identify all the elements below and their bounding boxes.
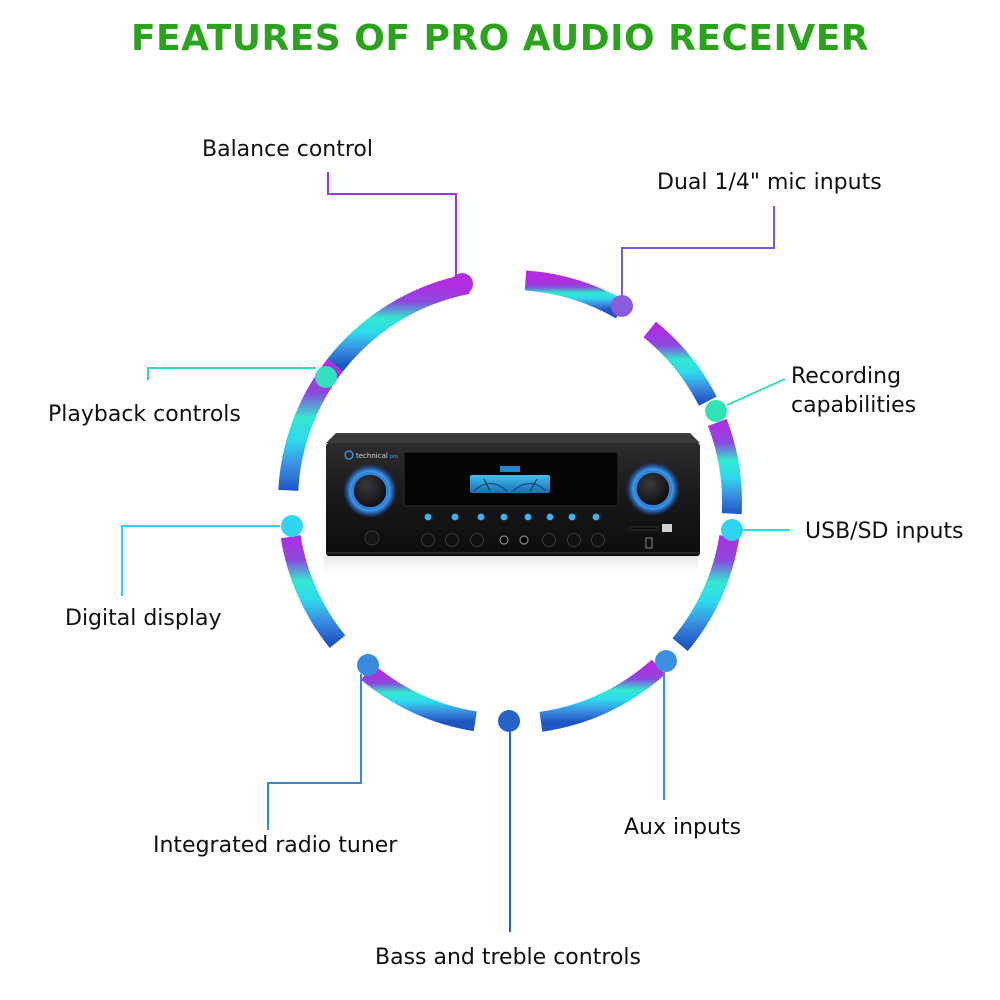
ring-segment	[524, 270, 626, 319]
dot-display	[281, 515, 303, 537]
led-button	[477, 513, 485, 521]
connector-recording	[726, 378, 786, 406]
dot-mic	[611, 295, 633, 317]
label-aux-inputs: Aux inputs	[624, 815, 742, 840]
label-radio-tuner: Integrated radio tuner	[153, 833, 398, 858]
led-button	[568, 513, 576, 521]
dot-recording	[705, 400, 727, 422]
usb-port	[662, 524, 672, 532]
brand-logo-icon	[344, 450, 354, 460]
dot-playback	[315, 366, 337, 388]
ring-dots	[281, 273, 743, 732]
label-recording-capabilities: Recording capabilities	[791, 364, 917, 418]
connector-mic	[621, 206, 775, 298]
vu-meter-display	[470, 466, 550, 493]
connector-balance	[327, 172, 457, 276]
ring-segment	[280, 534, 346, 648]
ring-segment	[707, 418, 743, 515]
audio-receiver-image: technical pro	[324, 433, 700, 578]
control-knob	[470, 533, 484, 547]
label-playback-controls: Playback controls	[48, 402, 241, 427]
connector-display	[121, 525, 280, 596]
device-top	[326, 433, 700, 443]
dot-aux	[655, 650, 677, 672]
control-knob-row	[421, 533, 605, 547]
dot-usb	[721, 519, 743, 541]
ring-segment	[539, 659, 666, 732]
page-title: FEATURES OF PRO AUDIO RECEIVER	[130, 18, 870, 59]
dot-tuner	[357, 654, 379, 676]
led-button-row	[424, 513, 600, 521]
label-usb-sd-inputs: USB/SD inputs	[805, 519, 964, 544]
led-button	[592, 513, 600, 521]
dot-bass	[498, 710, 520, 732]
control-knob	[591, 533, 605, 547]
brand-suffix: pro	[390, 454, 398, 460]
led-button	[424, 513, 432, 521]
ring-segment	[672, 534, 740, 652]
dot-balance	[451, 273, 473, 295]
mic-jack	[499, 535, 509, 545]
connector-playback	[147, 367, 316, 380]
connector-lines	[121, 172, 790, 932]
led-button	[524, 513, 532, 521]
led-button	[546, 513, 554, 521]
ring-segment	[327, 274, 470, 372]
mic-jack	[519, 535, 529, 545]
control-knob	[421, 533, 435, 547]
brand-name: technical	[356, 452, 388, 460]
volume-knob	[352, 473, 388, 509]
power-button	[364, 530, 380, 546]
control-knob	[542, 533, 556, 547]
ring-segment	[360, 664, 478, 732]
label-digital-display: Digital display	[65, 606, 222, 631]
label-balance-control: Balance control	[202, 137, 373, 162]
control-knob	[445, 533, 459, 547]
led-button	[451, 513, 459, 521]
control-knob	[567, 533, 581, 547]
label-bass-treble: Bass and treble controls	[375, 945, 641, 970]
label-mic-inputs: Dual 1/4" mic inputs	[657, 170, 882, 195]
ring-segment	[643, 321, 717, 406]
device-reflection	[324, 556, 698, 578]
led-button	[500, 513, 508, 521]
input-knob	[635, 471, 671, 507]
sd-card-slot	[629, 526, 659, 531]
connector-tuner	[267, 674, 362, 830]
